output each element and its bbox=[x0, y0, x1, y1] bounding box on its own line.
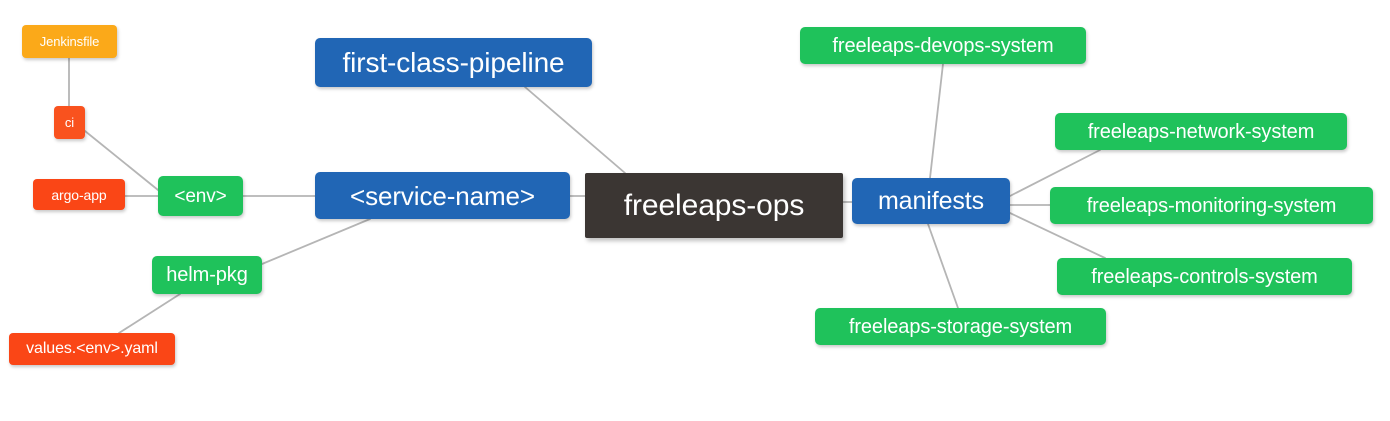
node-label-freeleaps-storage-system: freeleaps-storage-system bbox=[848, 315, 1073, 338]
node-freeleaps-storage-system[interactable]: freeleaps-storage-system bbox=[815, 308, 1106, 345]
node-label-argo-app: argo-app bbox=[51, 186, 107, 203]
node-label-helm-pkg: helm-pkg bbox=[166, 264, 248, 286]
edge-service-name-to-helm-pkg bbox=[261, 218, 371, 265]
node-jenkinsfile[interactable]: Jenkinsfile bbox=[22, 25, 117, 58]
edge-manifests-to-freeleaps-storage-system bbox=[927, 223, 959, 309]
node-label-service-name: <service-name> bbox=[349, 180, 536, 211]
edge-helm-pkg-to-values-env-yaml bbox=[118, 293, 181, 334]
edge-root-to-first-class-pipeline bbox=[524, 86, 626, 174]
node-label-freeleaps-network-system: freeleaps-network-system bbox=[1087, 120, 1315, 143]
node-first-class-pipeline[interactable]: first-class-pipeline bbox=[315, 38, 592, 87]
node-helm-pkg[interactable]: helm-pkg bbox=[152, 256, 262, 294]
node-label-root: freeleaps-ops bbox=[623, 188, 805, 222]
node-freeleaps-devops-system[interactable]: freeleaps-devops-system bbox=[800, 27, 1086, 64]
node-env[interactable]: <env> bbox=[158, 176, 243, 216]
node-label-manifests: manifests bbox=[877, 186, 985, 215]
edge-manifests-to-freeleaps-devops-system bbox=[929, 63, 944, 179]
node-service-name[interactable]: <service-name> bbox=[315, 172, 570, 219]
node-freeleaps-controls-system[interactable]: freeleaps-controls-system bbox=[1057, 258, 1352, 295]
node-freeleaps-monitoring-system[interactable]: freeleaps-monitoring-system bbox=[1050, 187, 1373, 224]
node-label-env: <env> bbox=[174, 185, 227, 207]
node-freeleaps-network-system[interactable]: freeleaps-network-system bbox=[1055, 113, 1347, 150]
node-label-freeleaps-monitoring-system: freeleaps-monitoring-system bbox=[1086, 194, 1337, 217]
node-label-first-class-pipeline: first-class-pipeline bbox=[342, 46, 565, 78]
node-root[interactable]: freeleaps-ops bbox=[585, 173, 843, 238]
node-label-freeleaps-controls-system: freeleaps-controls-system bbox=[1091, 265, 1318, 288]
node-manifests[interactable]: manifests bbox=[852, 178, 1010, 224]
node-values-env-yaml[interactable]: values.<env>.yaml bbox=[9, 333, 175, 365]
node-label-ci: ci bbox=[64, 115, 75, 130]
node-ci[interactable]: ci bbox=[54, 106, 85, 139]
node-label-jenkinsfile: Jenkinsfile bbox=[39, 34, 100, 49]
node-argo-app[interactable]: argo-app bbox=[33, 179, 125, 210]
node-label-freeleaps-devops-system: freeleaps-devops-system bbox=[832, 34, 1054, 57]
node-label-values-env-yaml: values.<env>.yaml bbox=[26, 340, 158, 357]
